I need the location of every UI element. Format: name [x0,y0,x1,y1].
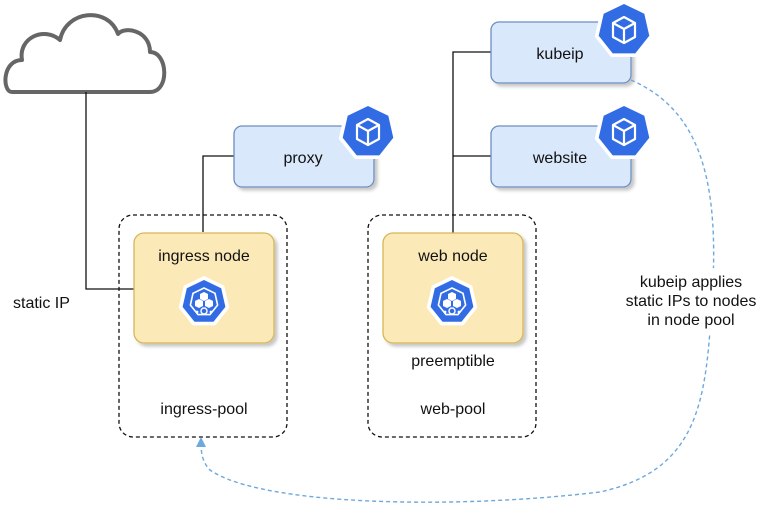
kubeip-dashed-arrow [196,79,715,503]
static-ip-label: static IP [13,295,70,312]
preemptible-label: preemptible [411,353,495,370]
static-ip-connector [85,92,134,290]
proxy-connector [202,155,234,232]
web-node-label: web node [417,248,487,265]
kubeip-label: kubeip [536,46,583,63]
ingress-pool-container [118,214,288,438]
web-pool-label: web-pool [420,401,486,418]
annotation-line-3: in node pool [647,312,734,329]
cloud-icon [3,13,167,94]
annotation-background [616,268,766,334]
ingress-pool-label: ingress-pool [160,401,247,418]
annotation-line-1: kubeip applies [640,274,742,291]
proxy-label: proxy [283,150,322,167]
web-connector [452,51,491,233]
website-label: website [532,150,587,167]
web-pool-container [367,214,537,438]
annotation-line-2: static IPs to nodes [626,293,757,310]
ingress-node-label: ingress node [158,248,250,265]
